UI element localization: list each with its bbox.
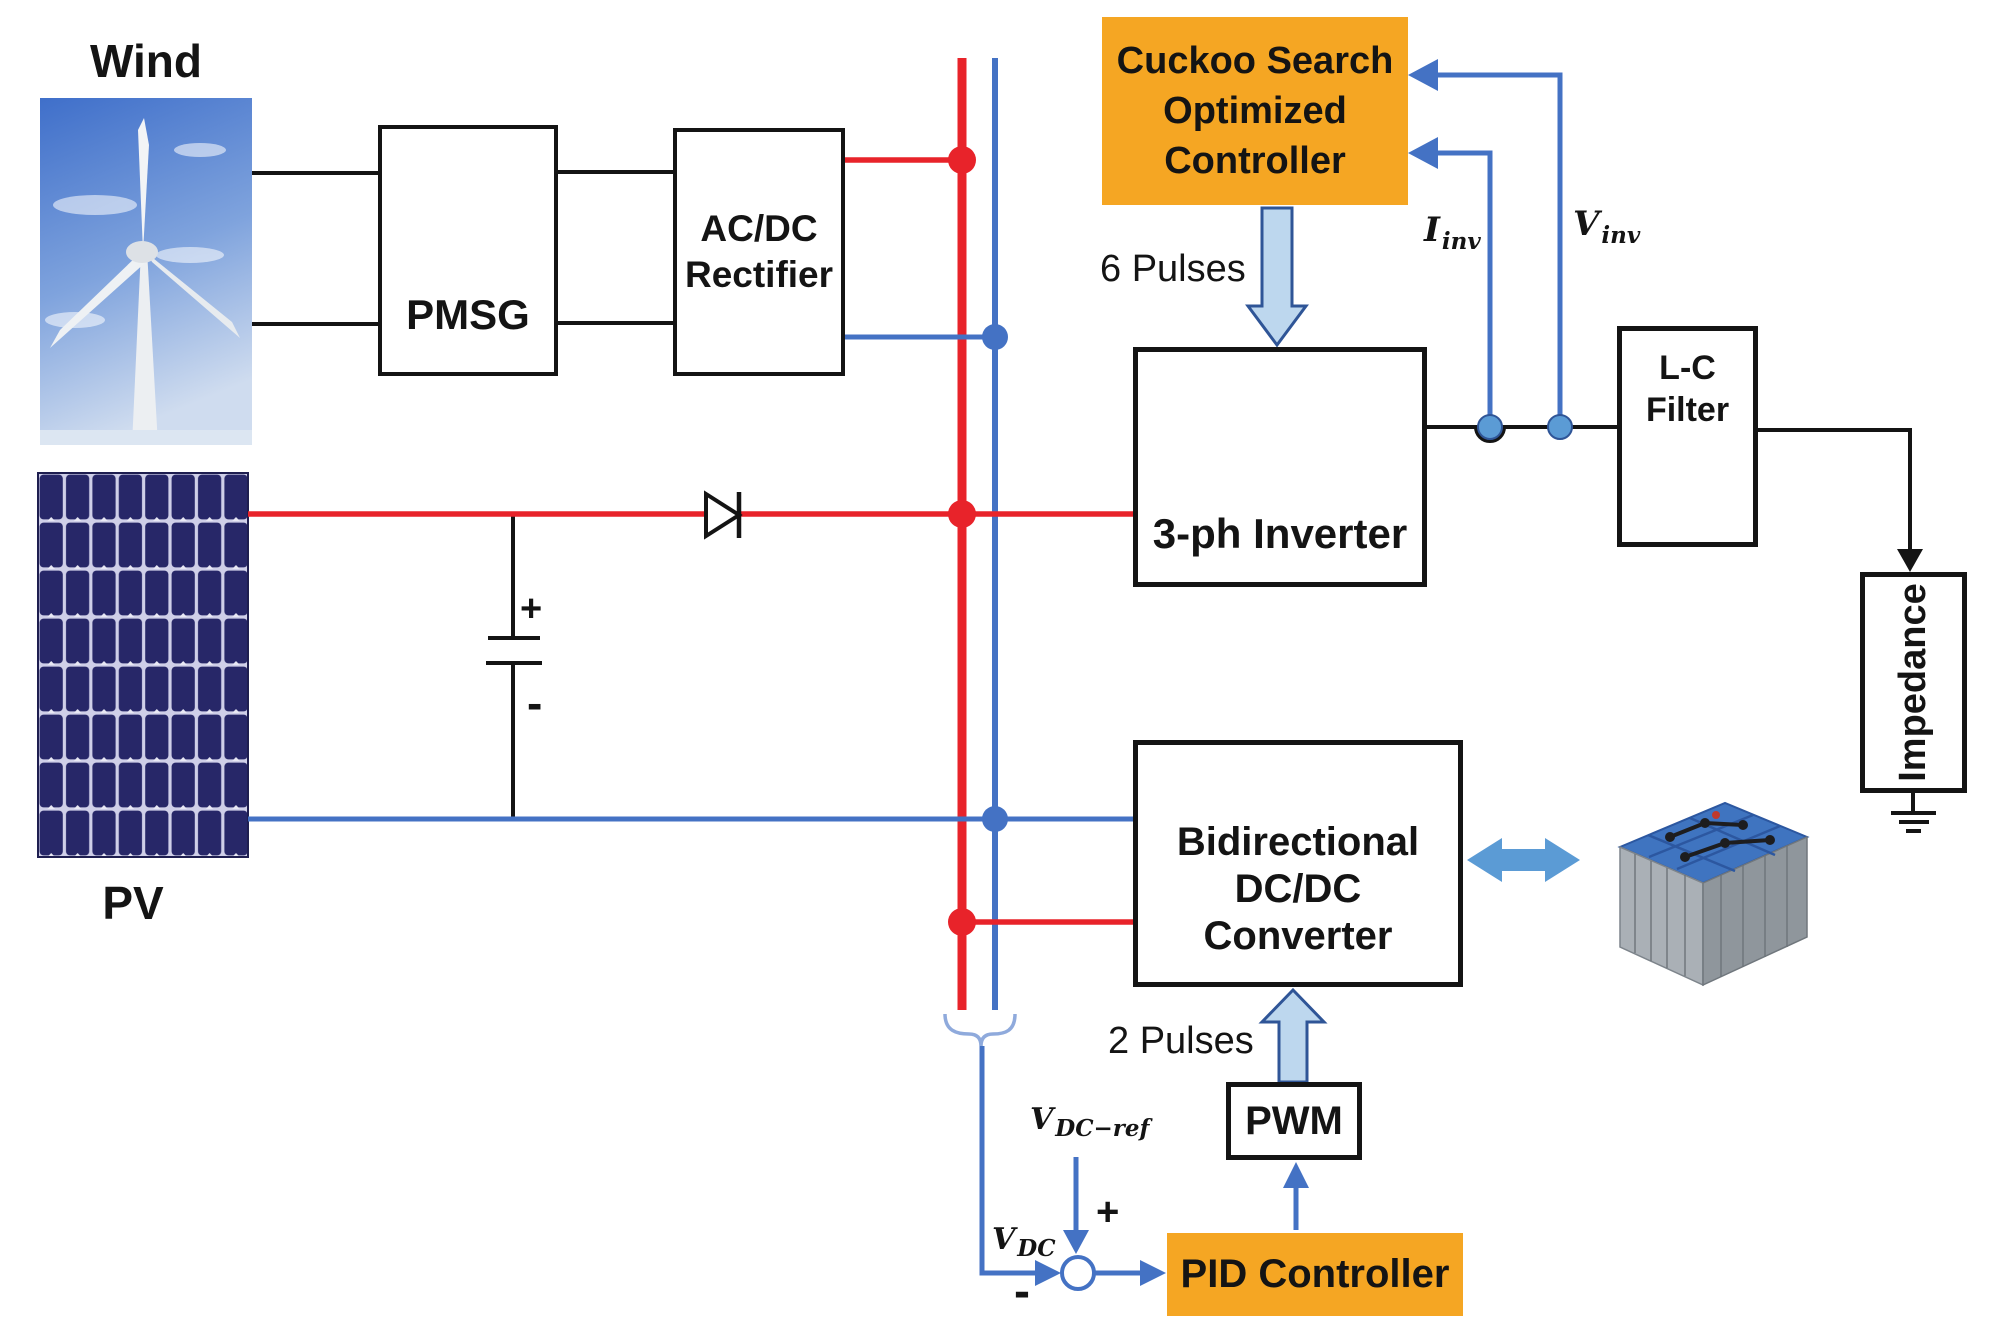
v-dc-ref-label: VDC−ref <box>1030 1102 1149 1142</box>
v-dc-ref-arrowhead <box>1063 1230 1089 1254</box>
inverter-block: 3-ph Inverter <box>1133 347 1427 587</box>
impedance-label: Impedance <box>1892 583 1934 782</box>
rectifier-block: AC/DC Rectifier <box>673 128 845 376</box>
i-inv-feedback-wire <box>1438 150 1493 427</box>
pv-label: PV <box>102 877 164 929</box>
diode-icon <box>704 490 743 540</box>
red-junction-dot <box>948 500 976 528</box>
capacitor-plus-sign: + <box>520 588 543 630</box>
pmsg-label: PMSG <box>406 290 530 338</box>
black-wires <box>252 170 1936 833</box>
battery-link-arrow <box>1467 838 1580 882</box>
pwm-block: PWM <box>1226 1082 1362 1160</box>
capacitor-minus-sign: - <box>527 677 543 729</box>
v-inv-arrowhead <box>1408 59 1438 91</box>
v-inv-tap-dot <box>1547 414 1573 440</box>
red-junction-dot <box>948 146 976 174</box>
bidi-label-line1: Bidirectional <box>1176 820 1420 864</box>
v-dc-ref-sub: DC−ref <box>1055 1115 1150 1142</box>
wind-turbine-image <box>40 98 252 445</box>
cuckoo-label-line2: Optimized <box>1163 90 1347 132</box>
v-dc-label: VDC <box>992 1222 1056 1262</box>
lc-label-line1: L-C <box>1659 349 1716 387</box>
v-dc-ref-base: V <box>1030 1102 1054 1137</box>
pv-panel-image <box>37 472 249 858</box>
i-inv-sub: inv <box>1441 227 1481 255</box>
cuckoo-label-line1: Cuckoo Search <box>1116 40 1394 82</box>
lc-impedance-wire <box>1758 428 1912 551</box>
i-inv-base: I <box>1424 210 1440 250</box>
v-dc-wire <box>979 1046 1036 1276</box>
bidi-label-line2: DC/DC Converter <box>1203 867 1393 958</box>
pid-controller-block: PID Controller <box>1167 1233 1463 1316</box>
i-inv-label: Iinv <box>1424 210 1481 255</box>
pid-to-pwm-arrowhead <box>1283 1162 1309 1188</box>
red-wires <box>248 157 1133 925</box>
blue-junction-dot <box>982 806 1008 832</box>
v-inv-feedback-wire <box>1438 72 1563 427</box>
inverter-lc-wire <box>1427 425 1617 443</box>
cuckoo-label-line3: Controller <box>1164 140 1346 182</box>
v-inv-label: Vinv <box>1573 204 1640 249</box>
pmsg-block: PMSG <box>378 125 558 376</box>
capacitor-icon <box>486 516 542 817</box>
two-pulses-arrow <box>1258 987 1328 1084</box>
i-inv-arrowhead <box>1408 137 1438 169</box>
v-dc-base: V <box>992 1222 1016 1257</box>
battery-image <box>1617 801 1810 987</box>
bidirectional-converter-block: Bidirectional DC/DC Converter <box>1133 740 1463 987</box>
lc-filter-block: L-C Filter <box>1617 326 1758 547</box>
pid-label: PID Controller <box>1180 1252 1450 1296</box>
junction-dots <box>948 146 1573 936</box>
blue-junction-dot <box>982 324 1008 350</box>
sum-minus-sign: - <box>1014 1265 1030 1318</box>
ground-icon <box>1891 793 1936 833</box>
brace-icon <box>943 1013 1017 1047</box>
cuckoo-controller-block: Cuckoo Search Optimized Controller <box>1102 17 1408 205</box>
rectifier-label-line2: Rectifier <box>684 254 834 295</box>
six-pulses-label: 6 Pulses <box>1100 248 1246 290</box>
two-pulses-label: 2 Pulses <box>1108 1020 1254 1062</box>
red-junction-dot <box>948 908 976 936</box>
impedance-arrowhead <box>1897 549 1923 572</box>
rectifier-label-line1: AC/DC <box>700 208 818 249</box>
impedance-block: Impedance <box>1860 572 1967 793</box>
v-inv-sub: inv <box>1601 221 1641 249</box>
lc-label-line2: Filter <box>1645 391 1730 429</box>
sum-to-pid-arrowhead <box>1140 1260 1166 1286</box>
v-dc-sub: DC <box>1017 1235 1056 1262</box>
v-inv-base: V <box>1573 204 1600 244</box>
i-inv-tap-dot <box>1477 414 1503 440</box>
blue-arrowheads <box>1035 59 1438 1286</box>
wind-label: Wind <box>90 35 202 87</box>
pwm-label: PWM <box>1245 1098 1343 1143</box>
sum-plus-sign: + <box>1096 1190 1120 1234</box>
v-dc-arrowhead <box>1035 1260 1061 1286</box>
six-pulses-arrow <box>1245 206 1309 348</box>
sum-junction <box>1060 1255 1096 1291</box>
inverter-label: 3-ph Inverter <box>1152 510 1408 557</box>
